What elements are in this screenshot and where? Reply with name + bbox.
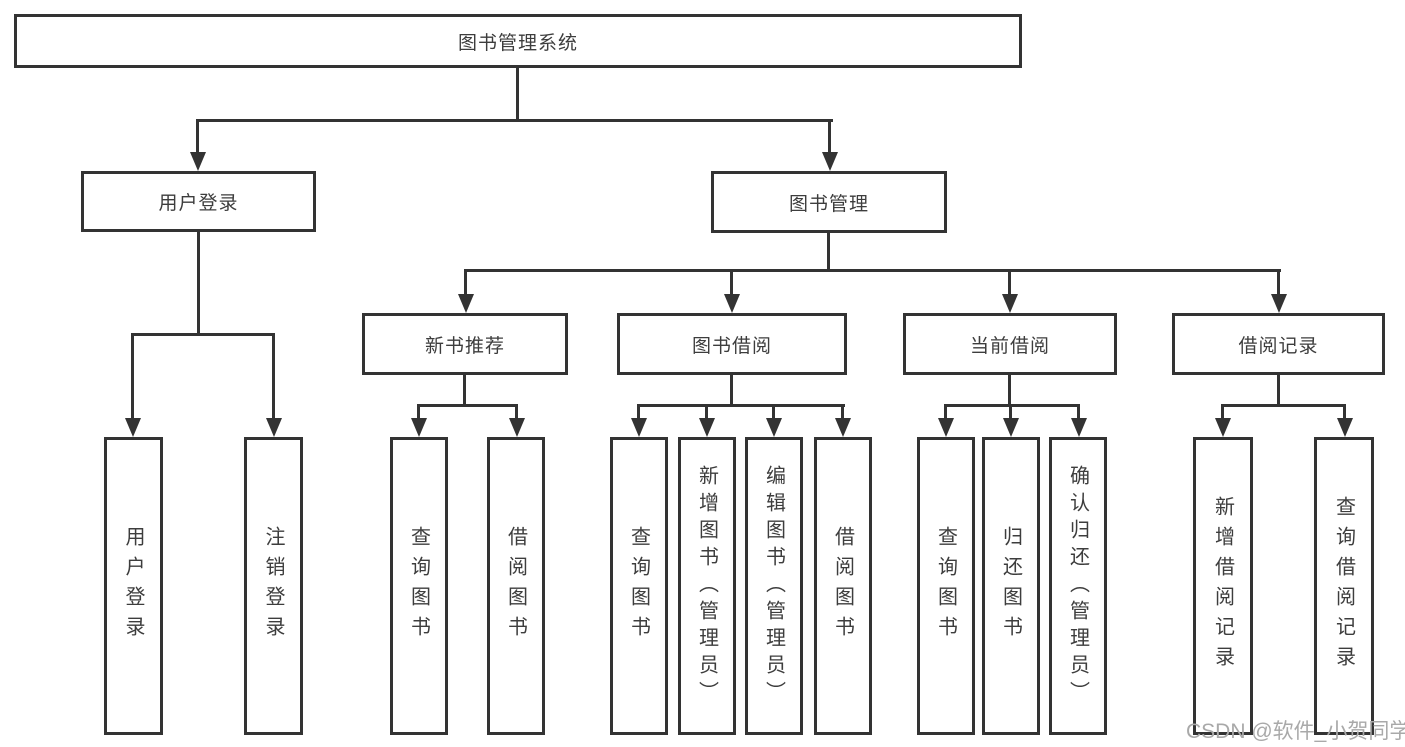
connector-drop — [417, 404, 420, 422]
connector-drop — [1343, 404, 1346, 422]
leaf-recommend-borrow-book-label: 借阅图书 — [504, 526, 527, 646]
leaf-logout-label: 注销登录 — [262, 526, 284, 646]
leaf-current-confirm-return-label: 确认归还（管理员） — [1066, 464, 1089, 708]
leaf-recommend-borrow-book: 借阅图书 — [487, 437, 545, 735]
connector-drop — [841, 404, 844, 422]
arrow-down-icon — [190, 152, 206, 171]
connector-record-rail — [1221, 404, 1346, 407]
node-borrow-record-label: 借阅记录 — [1238, 335, 1319, 357]
leaf-record-add-record: 新增借阅记录 — [1193, 437, 1253, 735]
node-book-borrow: 图书借阅 — [617, 313, 847, 375]
leaf-record-query-record: 查询借阅记录 — [1314, 437, 1374, 735]
node-current-borrow-label: 当前借阅 — [969, 335, 1050, 357]
connector-user-login-stem — [197, 232, 200, 335]
leaf-current-return-book: 归还图书 — [982, 437, 1040, 735]
connector-drop-borrow — [730, 269, 733, 297]
connector-current-rail — [944, 404, 1080, 407]
connector-drop — [515, 404, 518, 422]
leaf-borrow-borrow-book-label: 借阅图书 — [831, 526, 854, 646]
connector-drop-current — [1008, 269, 1011, 297]
connector-drop-user-login — [196, 119, 199, 157]
connector-borrow-rail — [637, 404, 845, 407]
arrow-down-icon — [1271, 294, 1287, 313]
connector-recommend-stem — [463, 375, 466, 406]
connector-drop — [1221, 404, 1224, 422]
leaf-record-add-record-label: 新增借阅记录 — [1211, 496, 1234, 676]
node-user-login-label: 用户登录 — [158, 193, 239, 214]
connector-root-stem — [516, 68, 519, 121]
connector-drop-record — [1277, 269, 1280, 297]
arrow-down-icon — [1002, 294, 1018, 313]
arrow-down-icon — [835, 418, 851, 437]
leaf-current-query-book: 查询图书 — [917, 437, 975, 735]
connector-drop-leaf-login — [131, 333, 134, 421]
arrow-down-icon — [1071, 418, 1087, 437]
arrow-down-icon — [125, 418, 141, 437]
leaf-user-login: 用户登录 — [104, 437, 163, 735]
leaf-borrow-add-book-label: 新增图书（管理员） — [695, 464, 718, 708]
node-root-label: 图书管理系统 — [457, 32, 578, 54]
connector-drop — [637, 404, 640, 422]
leaf-borrow-add-book: 新增图书（管理员） — [678, 437, 736, 735]
connector-user-login-rail — [131, 333, 275, 336]
connector-drop-recommend — [464, 269, 467, 297]
leaf-recommend-query-book: 查询图书 — [390, 437, 448, 735]
leaf-record-query-record-label: 查询借阅记录 — [1332, 496, 1355, 676]
connector-drop-leaf-logout — [272, 333, 275, 421]
arrow-down-icon — [724, 294, 740, 313]
leaf-current-return-book-label: 归还图书 — [999, 526, 1022, 646]
arrow-down-icon — [1003, 418, 1019, 437]
connector-book-manage-stem — [827, 233, 830, 271]
connector-drop — [1077, 404, 1080, 422]
leaf-user-login-label: 用户登录 — [122, 526, 144, 646]
arrow-down-icon — [509, 418, 525, 437]
connector-drop — [772, 404, 775, 422]
connector-drop — [705, 404, 708, 422]
node-user-login: 用户登录 — [81, 171, 316, 232]
leaf-logout: 注销登录 — [244, 437, 303, 735]
node-current-borrow: 当前借阅 — [903, 313, 1117, 375]
arrow-down-icon — [1337, 418, 1353, 437]
leaf-borrow-borrow-book: 借阅图书 — [814, 437, 872, 735]
connector-level2-rail — [464, 269, 1281, 272]
arrow-down-icon — [1215, 418, 1231, 437]
node-book-borrow-label: 图书借阅 — [691, 335, 772, 357]
leaf-current-query-book-label: 查询图书 — [934, 526, 957, 646]
node-root: 图书管理系统 — [14, 14, 1022, 68]
connector-current-stem — [1008, 375, 1011, 406]
node-book-manage-label: 图书管理 — [788, 193, 869, 215]
connector-drop-book-manage — [828, 119, 831, 157]
arrow-down-icon — [631, 418, 647, 437]
arrow-down-icon — [458, 294, 474, 313]
leaf-borrow-query-book-label: 查询图书 — [627, 526, 650, 646]
connector-level1-rail — [196, 119, 833, 122]
csdn-watermark: CSDN @软件_小贺同学 — [1186, 720, 1405, 743]
leaf-borrow-query-book: 查询图书 — [610, 437, 668, 735]
connector-borrow-stem — [730, 375, 733, 406]
leaf-current-confirm-return: 确认归还（管理员） — [1049, 437, 1107, 735]
leaf-borrow-edit-book: 编辑图书（管理员） — [745, 437, 803, 735]
arrow-down-icon — [766, 418, 782, 437]
arrow-down-icon — [938, 418, 954, 437]
connector-recommend-rail — [417, 404, 518, 407]
leaf-borrow-edit-book-label: 编辑图书（管理员） — [762, 464, 785, 708]
node-borrow-record: 借阅记录 — [1172, 313, 1385, 375]
arrow-down-icon — [822, 152, 838, 171]
node-book-manage: 图书管理 — [711, 171, 947, 233]
connector-drop — [944, 404, 947, 422]
node-new-book-recommend: 新书推荐 — [362, 313, 568, 375]
leaf-recommend-query-book-label: 查询图书 — [407, 526, 430, 646]
arrow-down-icon — [411, 418, 427, 437]
connector-record-stem — [1277, 375, 1280, 406]
arrow-down-icon — [266, 418, 282, 437]
connector-drop — [1009, 404, 1012, 422]
arrow-down-icon — [699, 418, 715, 437]
node-new-book-recommend-label: 新书推荐 — [424, 335, 505, 357]
